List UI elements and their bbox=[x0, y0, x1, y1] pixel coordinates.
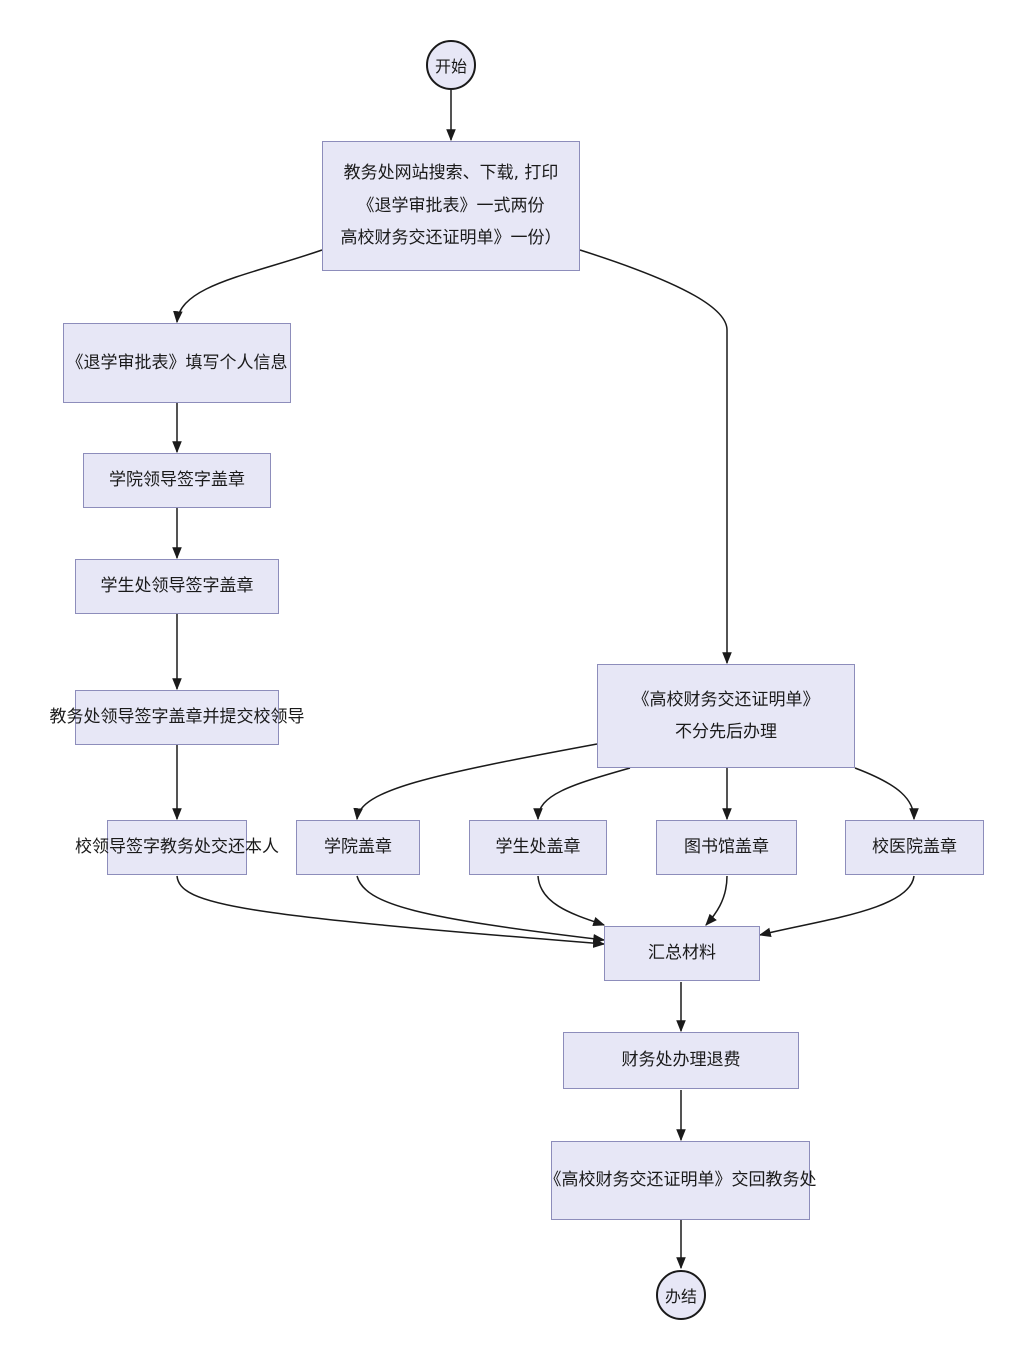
arrow-school-leader-to-collect bbox=[176, 875, 606, 948]
arrow-student-office-stamp-to-collect bbox=[537, 875, 606, 927]
download-line-3: 高校财务交还证明单》一份） bbox=[340, 228, 562, 249]
student-office-stamp-node: 学生处盖章 bbox=[469, 820, 607, 875]
college-sign-node: 学院领导签字盖章 bbox=[83, 453, 271, 508]
arrow-certificate-to-hospital-stamp bbox=[854, 767, 919, 821]
arrow-download-to-fill-info bbox=[173, 249, 323, 324]
academic-office-sign-label: 教务处领导签字盖章并提交校领导 bbox=[49, 707, 305, 728]
arrow-certificate-to-college-stamp bbox=[353, 743, 598, 821]
certificate-line-2: 不分先后办理 bbox=[675, 722, 777, 742]
arrow-college-stamp-to-collect bbox=[356, 875, 606, 944]
download-print-node: 教务处网站搜索、下载, 打印 《退学审批表》一式两份 高校财务交还证明单》一份） bbox=[322, 141, 580, 271]
download-line-2: 《退学审批表》一式两份 bbox=[357, 195, 545, 216]
library-stamp-node: 图书馆盖章 bbox=[656, 820, 797, 875]
certificate-node: 《高校财务交还证明单》 不分先后办理 bbox=[597, 664, 855, 768]
student-office-sign-label: 学生处领导签字盖章 bbox=[100, 576, 254, 597]
refund-node: 财务处办理退费 bbox=[563, 1032, 799, 1089]
collect-materials-node: 汇总材料 bbox=[604, 926, 760, 981]
arrow-certificate-to-student-office-stamp bbox=[533, 767, 631, 821]
fill-info-label: 《退学审批表》填写个人信息 bbox=[66, 352, 288, 373]
college-sign-label: 学院领导签字盖章 bbox=[109, 470, 245, 491]
return-form-label: 《高校财务交还证明单》交回教务处 bbox=[544, 1170, 817, 1191]
start-node: 开始 bbox=[426, 40, 476, 90]
fill-info-node: 《退学审批表》填写个人信息 bbox=[63, 323, 291, 403]
hospital-stamp-node: 校医院盖章 bbox=[845, 820, 984, 875]
hospital-stamp-label: 校医院盖章 bbox=[872, 837, 957, 858]
download-line-1: 教务处网站搜索、下载, 打印 bbox=[343, 163, 559, 184]
collect-materials-label: 汇总材料 bbox=[648, 943, 716, 964]
college-stamp-label: 学院盖章 bbox=[324, 837, 392, 858]
student-office-stamp-label: 学生处盖章 bbox=[495, 837, 581, 858]
library-stamp-label: 图书馆盖章 bbox=[684, 837, 769, 858]
arrow-hospital-stamp-to-collect bbox=[758, 875, 915, 938]
arrow-library-stamp-to-collect bbox=[705, 875, 728, 926]
school-leader-sign-label: 校领导签字教务处交还本人 bbox=[75, 837, 279, 858]
student-office-sign-node: 学生处领导签字盖章 bbox=[75, 559, 279, 614]
academic-office-sign-node: 教务处领导签字盖章并提交校领导 bbox=[50, 690, 305, 745]
college-stamp-node: 学院盖章 bbox=[296, 820, 420, 875]
refund-label: 财务处办理退费 bbox=[621, 1050, 741, 1071]
arrow-download-to-certificate bbox=[579, 249, 732, 665]
school-leader-sign-node: 校领导签字教务处交还本人 bbox=[75, 820, 279, 875]
return-form-node: 《高校财务交还证明单》交回教务处 bbox=[545, 1141, 817, 1220]
certificate-line-1: 《高校财务交还证明单》 bbox=[632, 689, 820, 710]
end-node: 办结 bbox=[656, 1270, 706, 1320]
